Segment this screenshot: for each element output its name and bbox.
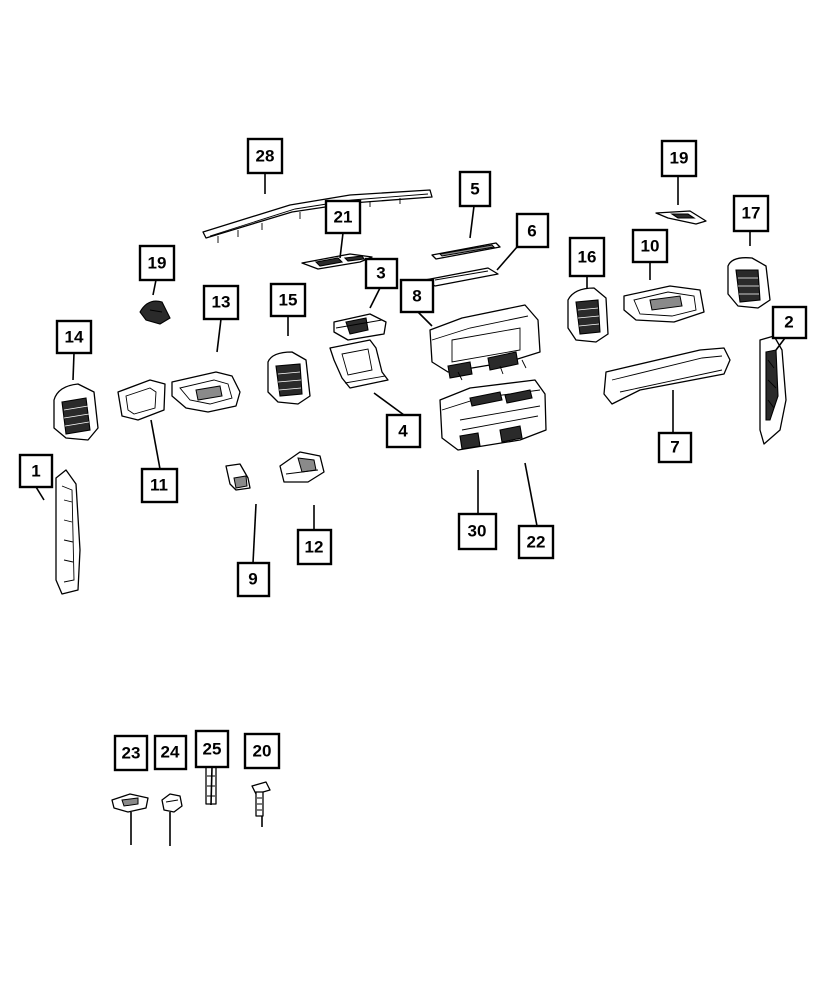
callout-24-label: 24	[161, 743, 180, 762]
callout-14-label: 14	[65, 328, 84, 347]
callout-3: 3	[364, 257, 399, 290]
part-5-strip	[431, 242, 501, 260]
callout-21: 28	[246, 137, 284, 175]
callout-10-label: 10	[641, 237, 660, 256]
callout-3-label: 3	[376, 264, 385, 283]
callout-7-label: 7	[670, 438, 679, 457]
callout-4: 4	[385, 413, 422, 449]
callout-22: 22	[517, 524, 555, 560]
part-4-bracket	[329, 339, 389, 389]
callout-7: 7	[657, 431, 693, 464]
part-1-end-cap	[55, 469, 81, 595]
part-30-lower-box	[439, 379, 547, 451]
callout-15: 15	[269, 282, 307, 318]
leader-lines	[35, 173, 786, 846]
callout-4-label: 4	[398, 422, 408, 441]
callout-24: 24	[153, 734, 188, 771]
part-15-vent	[267, 351, 311, 405]
callout-5-label: 5	[470, 180, 479, 199]
callout-8-label: 8	[412, 287, 421, 306]
part-3-bracket	[333, 313, 387, 341]
callout-19-left-label: 19	[148, 254, 167, 273]
part-20-bezel-strip	[301, 253, 373, 270]
callout-6: 6	[515, 212, 550, 249]
callout-19-left: 19	[138, 244, 176, 282]
part-28-bolt	[251, 781, 271, 817]
callout-5: 5	[458, 170, 492, 208]
callout-2-label: 2	[784, 313, 793, 332]
callout-1-label: 1	[31, 462, 40, 481]
callout-11: 11	[140, 467, 179, 504]
callout-17: 17	[732, 194, 770, 233]
part-10-duct	[623, 285, 705, 323]
part-7-glove-panel	[603, 347, 731, 405]
callout-20-label: 21	[334, 208, 353, 227]
callout-13-label: 13	[212, 293, 231, 312]
callout-12-label: 12	[305, 538, 324, 557]
part-23-clip	[111, 793, 149, 813]
part-8-upper-box	[429, 304, 541, 381]
callout-14: 14	[55, 319, 93, 355]
callout-21-label: 28	[256, 147, 275, 166]
callout-30: 30	[457, 512, 498, 551]
callout-23: 23	[113, 734, 149, 772]
callout-16-label: 16	[578, 248, 597, 267]
part-2-end-cap	[759, 335, 787, 445]
callout-25-label: 25	[203, 740, 222, 759]
callout-20: 21	[324, 199, 362, 235]
callout-10: 10	[631, 228, 669, 264]
part-6-strip	[424, 267, 499, 287]
part-19-right-trim	[655, 210, 707, 225]
part-16-vent	[567, 287, 609, 343]
callout-12: 12	[296, 528, 333, 566]
part-13-duct	[171, 371, 241, 413]
callout-13: 13	[202, 284, 240, 321]
callout-2: 2	[771, 305, 808, 340]
callout-30-label: 30	[468, 522, 487, 541]
callout-19-right-label: 19	[670, 149, 689, 168]
part-21-upper-trim	[202, 189, 433, 243]
callout-22-label: 22	[527, 533, 546, 552]
callout-1: 1	[18, 453, 54, 489]
callout-17-label: 17	[742, 204, 761, 223]
part-9-bracket	[225, 463, 251, 491]
callout-9: 9	[236, 561, 271, 598]
part-19-left-cap	[139, 300, 171, 325]
callout-23-label: 23	[122, 744, 141, 763]
callout-9-label: 9	[248, 570, 257, 589]
part-12-bracket	[279, 451, 325, 483]
callout-25: 25	[194, 729, 230, 769]
callout-28: 20	[243, 732, 281, 770]
part-24-nut	[161, 793, 183, 813]
callout-28-label: 20	[253, 742, 272, 761]
callout-8: 8	[399, 278, 435, 314]
part-14-vent	[53, 383, 99, 441]
callout-15-label: 15	[279, 291, 298, 310]
part-11-vent-housing	[117, 379, 166, 421]
callout-11-label: 11	[150, 476, 168, 495]
callout-16: 16	[568, 236, 606, 278]
callout-19-right: 19	[660, 139, 698, 178]
callout-6-label: 6	[527, 222, 536, 241]
part-17-vent	[727, 257, 771, 309]
